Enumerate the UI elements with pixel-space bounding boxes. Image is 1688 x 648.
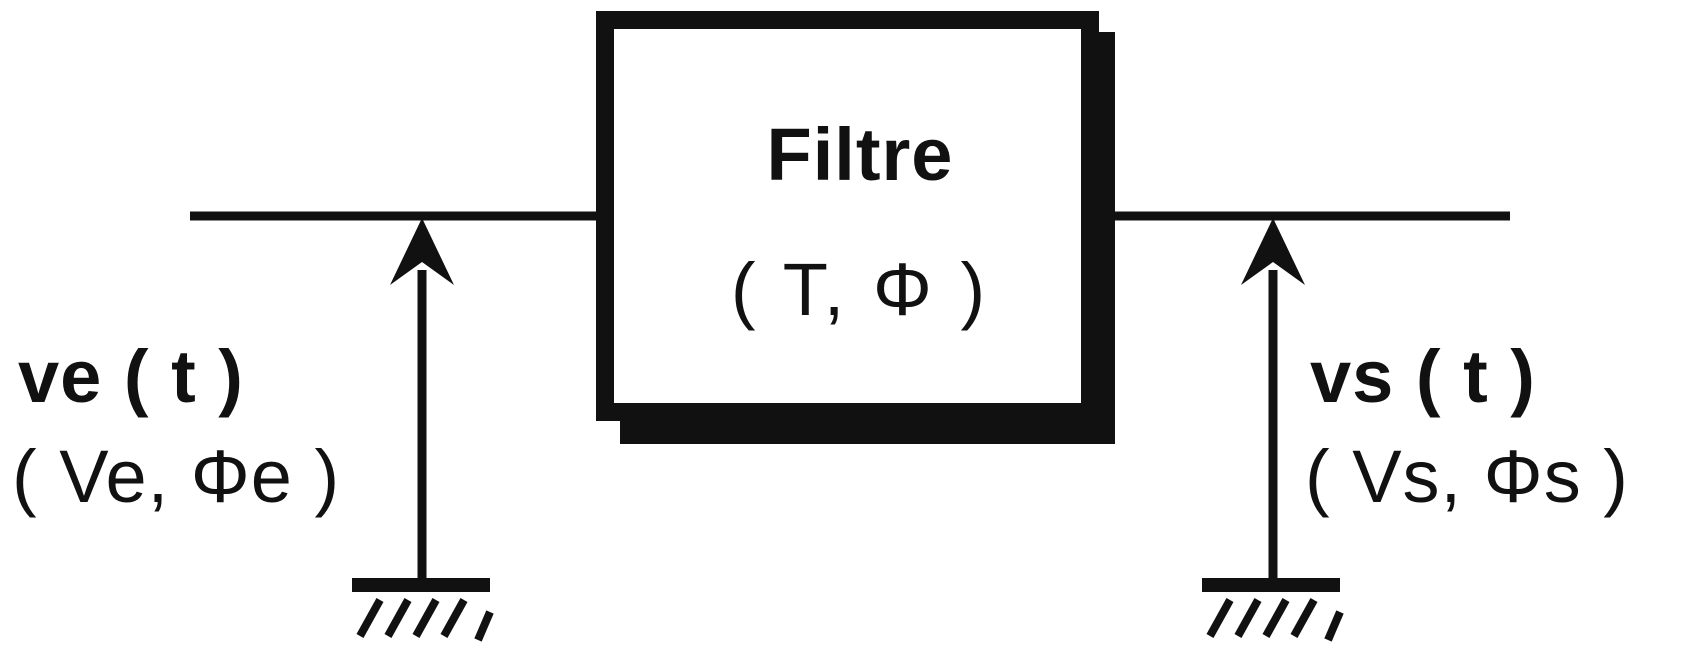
input-parameters-label: ( Ve, Φe ) [12, 435, 341, 518]
input-voltage-arrow [390, 218, 454, 578]
input-ground-icon [352, 578, 494, 642]
filter-box [596, 11, 1099, 421]
output-parameters-label: ( Vs, Φs ) [1305, 435, 1629, 518]
filter-parameters: ( T, Φ ) [730, 248, 990, 331]
output-signal-label: vs ( t ) [1310, 335, 1536, 418]
output-ground-icon [1202, 578, 1344, 642]
output-voltage-arrow [1241, 218, 1305, 578]
filter-title: Filtre [766, 113, 954, 196]
input-signal-label: ve ( t ) [18, 335, 244, 418]
